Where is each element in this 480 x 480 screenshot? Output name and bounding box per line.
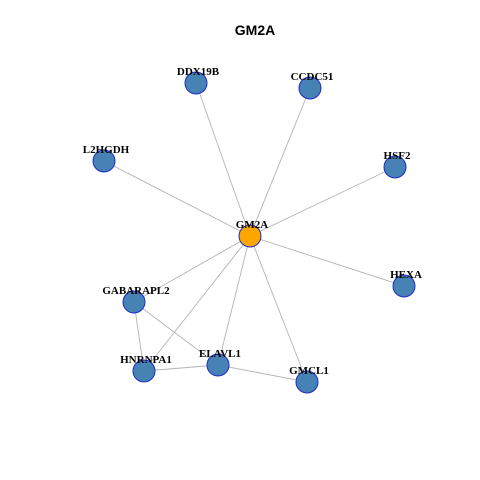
- node-hexa[interactable]: [392, 274, 416, 298]
- edge-gm2a-ddx19b: [195, 82, 251, 237]
- node-l2hgdh[interactable]: [92, 149, 116, 173]
- edge-elavl1-gmcl1: [217, 364, 308, 383]
- edge-gm2a-gmcl1: [249, 235, 308, 383]
- node-gabarapl2[interactable]: [122, 290, 146, 314]
- node-gm2a[interactable]: [238, 224, 262, 248]
- edge-gm2a-hnrnpa1: [143, 235, 251, 372]
- node-elavl1[interactable]: [206, 353, 230, 377]
- edge-gabarapl2-hnrnpa1: [133, 301, 145, 372]
- edges-layer: [103, 82, 405, 383]
- node-hsf2[interactable]: [383, 155, 407, 179]
- edge-gm2a-gabarapl2: [133, 235, 251, 303]
- node-label-hsf2: HSF2: [384, 150, 411, 162]
- node-label-l2hgdh: L2HGDH: [83, 144, 130, 156]
- node-gmcl1[interactable]: [295, 370, 319, 394]
- node-label-hnrnpa1: HNRNPA1: [120, 354, 172, 366]
- edge-gm2a-ccdc51: [249, 87, 311, 237]
- edge-gm2a-elavl1: [217, 235, 251, 366]
- node-label-ccdc51: CCDC51: [291, 71, 334, 83]
- edge-gm2a-hexa: [249, 235, 405, 287]
- node-label-gabarapl2: GABARAPL2: [102, 285, 170, 297]
- edge-gm2a-hsf2: [249, 166, 396, 237]
- diagram-title: GM2A: [235, 22, 275, 38]
- node-ddx19b[interactable]: [184, 71, 208, 95]
- node-hnrnpa1[interactable]: [132, 359, 156, 383]
- nodes-layer: [92, 71, 416, 394]
- node-label-hexa: HEXA: [390, 269, 422, 281]
- node-label-ddx19b: DDX19B: [177, 66, 220, 78]
- edge-gabarapl2-elavl1: [133, 301, 219, 366]
- node-label-gmcl1: GMCL1: [289, 365, 329, 377]
- edge-gm2a-l2hgdh: [103, 160, 251, 237]
- node-label-gm2a: GM2A: [236, 219, 268, 231]
- edge-hnrnpa1-elavl1: [143, 364, 219, 372]
- node-ccdc51[interactable]: [298, 76, 322, 100]
- node-label-elavl1: ELAVL1: [199, 348, 241, 360]
